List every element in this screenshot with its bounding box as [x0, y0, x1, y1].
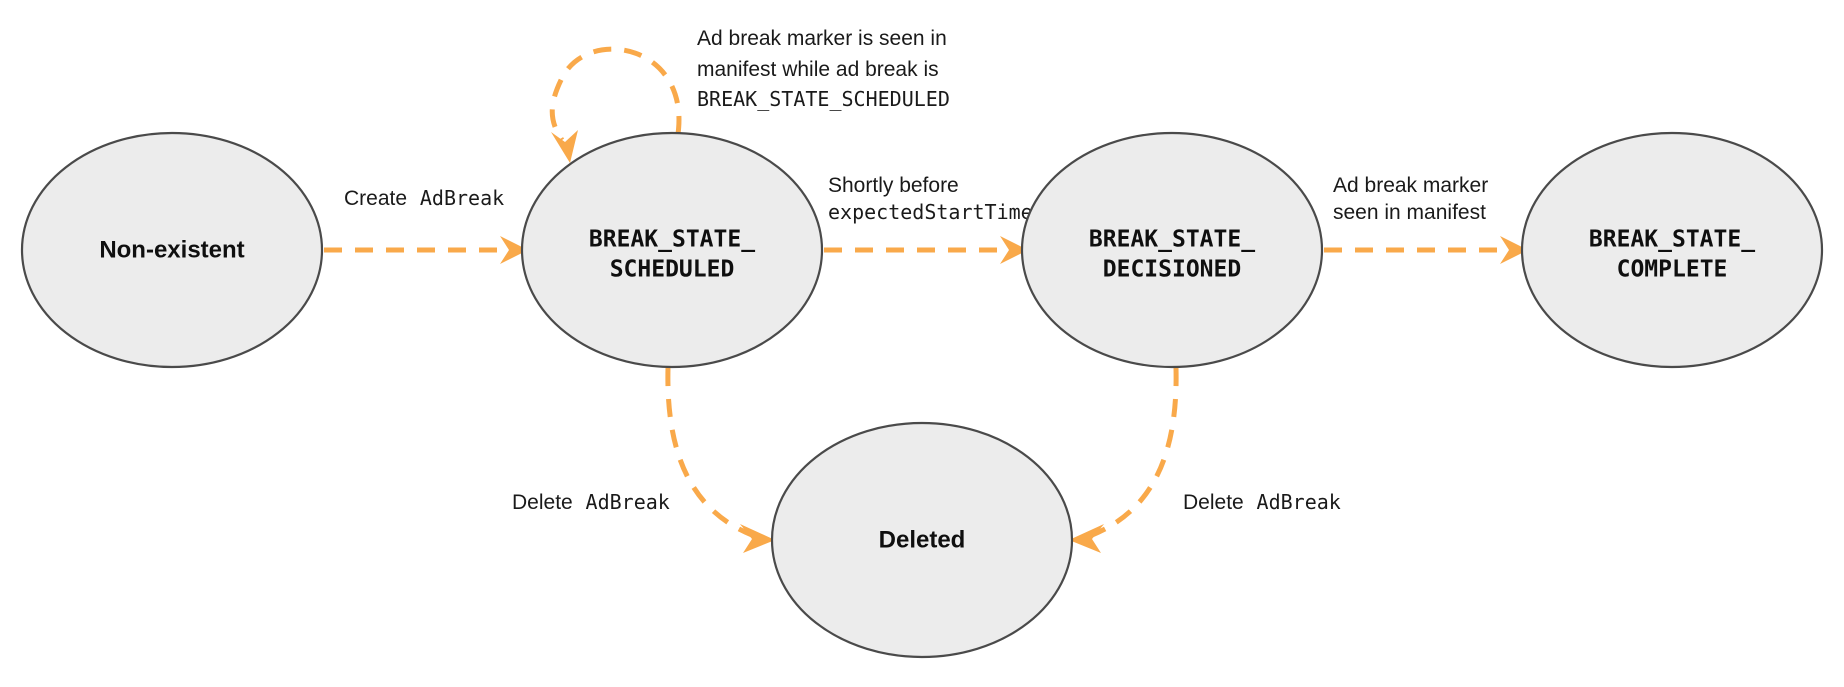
- state-node-break-state-decisioned-shape[interactable]: [1020, 131, 1324, 369]
- edge-scheduled-to-decisioned: Shortly before expectedStartTime: [824, 174, 1033, 264]
- state-node-break-state-decisioned-label-line-1: DECISIONED: [1103, 257, 1241, 283]
- edge-create-adbreak-arrowhead: [500, 236, 528, 264]
- edge-decisioned-to-deleted-label-sans: Delete: [1183, 491, 1244, 514]
- edge-scheduled-to-decisioned-arrowhead: [1000, 236, 1028, 264]
- state-node-break-state-decisioned[interactable]: BREAK_STATE_ DECISIONED: [1020, 131, 1324, 369]
- state-node-deleted-shape[interactable]: [770, 421, 1074, 659]
- edge-scheduled-self-loop: Ad break marker is seen in manifest whil…: [549, 27, 950, 163]
- edge-scheduled-to-deleted-label: Delete AdBreak: [512, 490, 670, 514]
- state-node-non-existent-label: Non-existent: [99, 236, 244, 263]
- edge-scheduled-self-loop-line: [549, 46, 682, 142]
- edge-scheduled-to-deleted-arrowhead: [740, 524, 775, 553]
- state-node-break-state-complete-label-line-0: BREAK_STATE_: [1589, 227, 1755, 253]
- edge-decisioned-to-deleted-label: Delete AdBreak: [1183, 490, 1341, 514]
- edge-decisioned-to-deleted-label-mono: AdBreak: [1257, 490, 1341, 514]
- state-node-break-state-decisioned-label-line-0: BREAK_STATE_: [1089, 227, 1255, 253]
- state-node-deleted-label: Deleted: [879, 526, 966, 553]
- edge-create-adbreak-label-sans: Create: [344, 187, 407, 210]
- edge-create-adbreak-label-mono: AdBreak: [420, 186, 504, 210]
- edge-decisioned-to-deleted: Delete AdBreak: [1069, 367, 1341, 553]
- state-node-break-state-scheduled-label-line-0: BREAK_STATE_: [589, 227, 755, 253]
- edge-scheduled-to-decisioned-label-line-1: expectedStartTime: [828, 200, 1033, 224]
- state-node-deleted[interactable]: Deleted: [770, 421, 1074, 659]
- edge-scheduled-self-loop-label-line-0: Ad break marker is seen in: [697, 27, 947, 50]
- edge-scheduled-self-loop-arrowhead: [551, 130, 578, 163]
- state-node-non-existent-shape[interactable]: [20, 131, 324, 369]
- edge-decisioned-to-complete-label-line-0: Ad break marker: [1333, 174, 1488, 197]
- edge-scheduled-self-loop-label-line-1: manifest while ad break is: [697, 58, 939, 81]
- edge-scheduled-to-deleted-label-mono: AdBreak: [586, 490, 670, 514]
- state-node-break-state-complete[interactable]: BREAK_STATE_ COMPLETE: [1520, 131, 1824, 369]
- edge-scheduled-to-deleted-label-sans: Delete: [512, 491, 573, 514]
- edge-decisioned-to-complete-label-line-1: seen in manifest: [1333, 201, 1486, 224]
- state-node-break-state-complete-shape[interactable]: [1520, 131, 1824, 369]
- edge-decisioned-to-deleted-arrowhead: [1069, 524, 1104, 553]
- state-node-break-state-scheduled-shape[interactable]: [520, 131, 824, 369]
- edge-decisioned-to-complete: Ad break marker seen in manifest: [1324, 174, 1528, 264]
- edge-scheduled-to-deleted-line: [665, 367, 753, 538]
- edge-decisioned-to-deleted-line: [1091, 367, 1179, 538]
- edge-scheduled-self-loop-label-line-2: BREAK_STATE_SCHEDULED: [697, 87, 950, 111]
- edge-scheduled-to-decisioned-label-line-0: Shortly before: [828, 174, 959, 197]
- edge-create-adbreak: Create AdBreak: [324, 186, 528, 264]
- state-node-non-existent[interactable]: Non-existent: [20, 131, 324, 369]
- edge-create-adbreak-label: Create AdBreak: [344, 186, 504, 210]
- state-node-break-state-complete-label-line-1: COMPLETE: [1617, 257, 1728, 283]
- edge-scheduled-to-deleted: Delete AdBreak: [512, 367, 775, 553]
- edge-decisioned-to-complete-arrowhead: [1500, 236, 1528, 264]
- state-node-break-state-scheduled[interactable]: BREAK_STATE_ SCHEDULED: [520, 131, 824, 369]
- state-node-break-state-scheduled-label-line-1: SCHEDULED: [610, 257, 735, 283]
